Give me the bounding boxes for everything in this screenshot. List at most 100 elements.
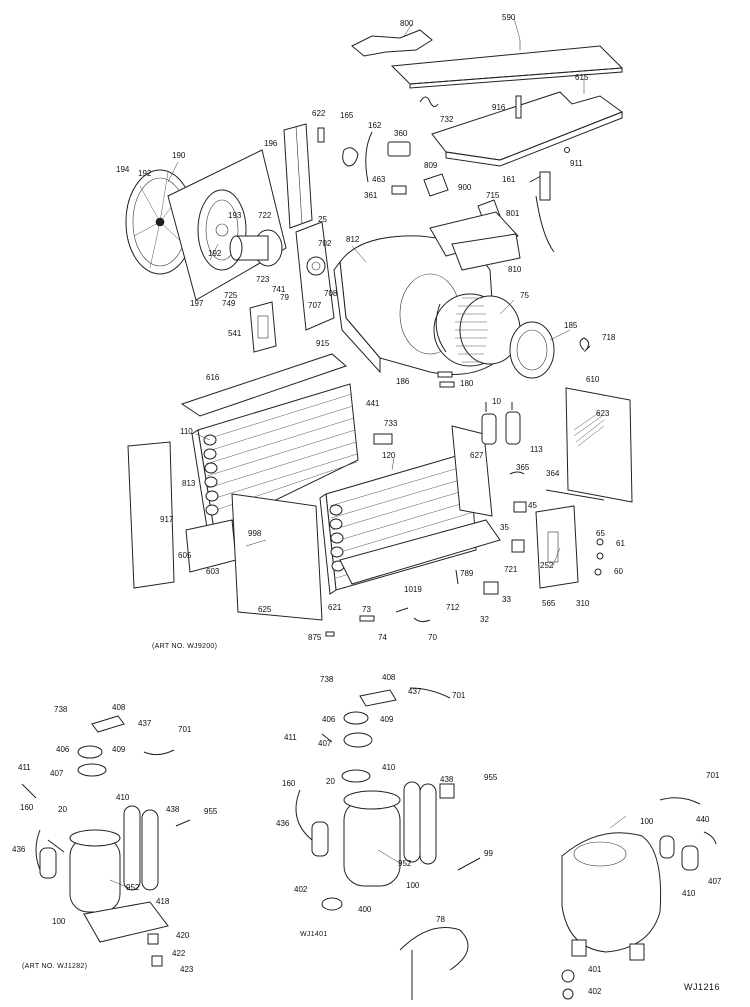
callout-label: 110 [180,427,193,436]
callout-label: 616 [206,373,220,382]
callout-label: 192 [208,249,222,258]
callout-label: 10 [492,397,501,406]
callout-label: 402 [294,885,308,894]
callout-label: 621 [328,603,342,612]
callout-label: 998 [248,529,262,538]
small-clips-180 [437,371,455,388]
spring-718 [579,337,591,352]
callout-labels: 800 590 615 732 916 911 622 165 162 360 … [12,13,722,996]
fan-motor [229,229,283,267]
callout-label: 407 [708,877,722,886]
callout-label: 436 [12,845,26,854]
art-number-main: (ART NO. WJ9200) [152,643,217,650]
callout-label: 409 [112,745,126,754]
callout-label: 715 [486,191,500,200]
callout-label: 113 [530,445,543,454]
callout-label: 738 [320,675,334,684]
callout-label: 721 [504,565,518,574]
callout-label: 161 [502,175,516,184]
callout-label: 190 [172,151,186,160]
callout-label: 741 [272,285,286,294]
callout-label: 809 [424,161,438,170]
callout-label: 361 [364,191,378,200]
callout-label: 707 [308,301,322,310]
callout-label: 725 [224,291,238,300]
callout-label: 605 [178,551,192,560]
callout-label: 438 [440,775,454,784]
callout-label: 701 [452,691,466,700]
callout-label: 955 [484,773,498,782]
callout-label: 410 [116,793,130,802]
callout-label: 160 [20,803,34,812]
callout-label: 410 [682,889,696,898]
motor-bracket [295,221,335,331]
callout-label: 702 [318,239,332,248]
leader-lines [109,17,627,887]
callout-label: 408 [382,673,396,682]
callout-label: 422 [172,949,186,958]
callout-label: 194 [116,165,130,174]
callout-label: 180 [460,379,474,388]
callout-label: 410 [382,763,396,772]
callout-label: 193 [228,211,242,220]
callout-label: 400 [358,905,372,914]
callout-label: 732 [440,115,454,124]
corner-tag: WJ1216 [684,982,720,992]
callout-label: 420 [176,931,190,940]
callout-label: 437 [138,719,152,728]
callout-label: 407 [318,739,332,748]
callout-label: 952 [126,883,140,892]
art-number-bottom-mid: WJ1401 [300,931,327,938]
callout-label: 441 [366,399,380,408]
callout-label: 911 [570,159,583,168]
callout-label: 436 [276,819,290,828]
base-pan-789 [339,519,501,585]
callout-label: 800 [400,19,414,28]
callout-label: 712 [446,603,460,612]
callout-label: 917 [160,515,174,524]
callout-label: 810 [508,265,522,274]
callout-label: 625 [258,605,272,614]
callout-label: 100 [640,817,654,826]
callout-label: 955 [204,807,218,816]
callout-label: 718 [602,333,616,342]
callout-label: 160 [282,779,296,788]
evaporator-coil [191,383,359,535]
callout-label: 20 [58,805,67,814]
callout-label: 73 [362,605,371,614]
partition-channel [283,123,313,229]
insulation-pad [351,29,433,57]
callout-label: 25 [318,215,327,224]
callout-label: 463 [372,175,386,184]
callout-label: 813 [182,479,196,488]
callout-label: 65 [596,529,605,538]
callout-label: 100 [406,881,420,890]
callout-label: 364 [546,469,560,478]
callout-label: 701 [178,725,192,734]
callout-label: 252 [540,561,554,570]
front-panel-625 [231,493,323,621]
callout-label: 411 [18,763,31,772]
callout-label: 590 [502,13,516,22]
callout-label: 423 [180,965,194,974]
callout-label: 186 [396,377,410,386]
callout-label: 185 [564,321,578,330]
callout-label: 622 [312,109,326,118]
capacitors [481,402,521,445]
spring-clip [419,96,439,108]
base-pan-front [185,519,237,573]
top-cover-panel [390,40,624,89]
callout-label: 603 [206,567,220,576]
callout-label: 615 [575,73,589,82]
callout-label: 875 [308,633,322,642]
callout-label: 408 [112,703,126,712]
callout-label: 749 [222,299,236,308]
condenser-coil [319,451,477,595]
callout-label: 20 [326,777,335,786]
callout-label: 915 [316,339,330,348]
callout-label: 916 [492,103,506,112]
compressor-left [21,715,191,967]
callout-label: 365 [516,463,530,472]
compressor-right [561,797,717,1000]
